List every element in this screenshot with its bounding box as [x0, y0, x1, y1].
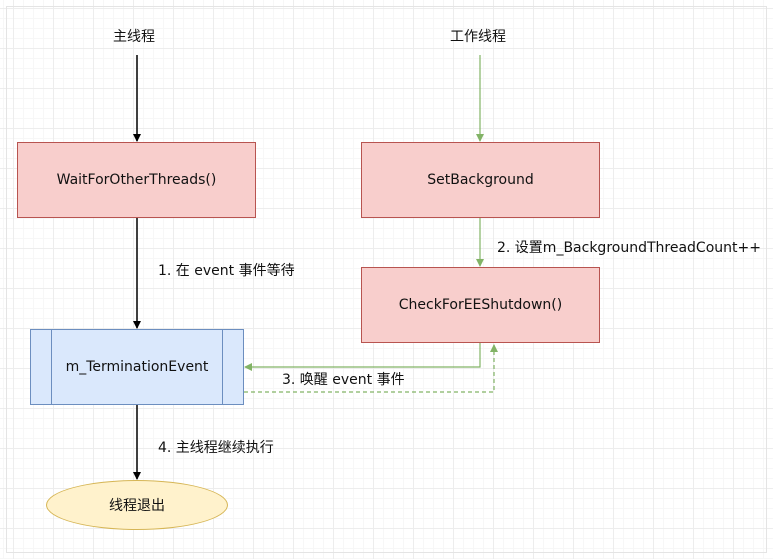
arrow-event-to-check-dashed: [244, 344, 498, 393]
termination-event-node: m_TerminationEvent: [30, 329, 244, 405]
set-background-node: SetBackground: [361, 142, 600, 218]
termination-event-text: m_TerminationEvent: [65, 359, 209, 375]
worker-thread-label: 工作线程: [450, 29, 506, 45]
check-for-ee-shutdown-node: CheckForEEShutdown(): [361, 267, 600, 343]
wait-for-other-threads-text: WaitForOtherThreads(): [56, 172, 217, 188]
termination-event-left-bar: [51, 330, 52, 404]
thread-exit-node: 线程退出: [46, 480, 228, 530]
main-thread-label: 主线程: [113, 29, 155, 45]
edge-label-step2: 2. 设置m_BackgroundThreadCount++: [497, 240, 761, 256]
edge-label-step3: 3. 唤醒 event 事件: [282, 372, 405, 388]
check-for-ee-shutdown-text: CheckForEEShutdown(): [398, 297, 563, 313]
edge-label-step1: 1. 在 event 事件等待: [158, 263, 295, 279]
wait-for-other-threads-node: WaitForOtherThreads(): [17, 142, 256, 218]
set-background-text: SetBackground: [427, 172, 534, 188]
edge-label-step4: 4. 主线程继续执行: [158, 440, 274, 456]
termination-event-right-bar: [222, 330, 223, 404]
arrow-check-to-event: [244, 343, 481, 371]
thread-exit-text: 线程退出: [109, 498, 165, 514]
